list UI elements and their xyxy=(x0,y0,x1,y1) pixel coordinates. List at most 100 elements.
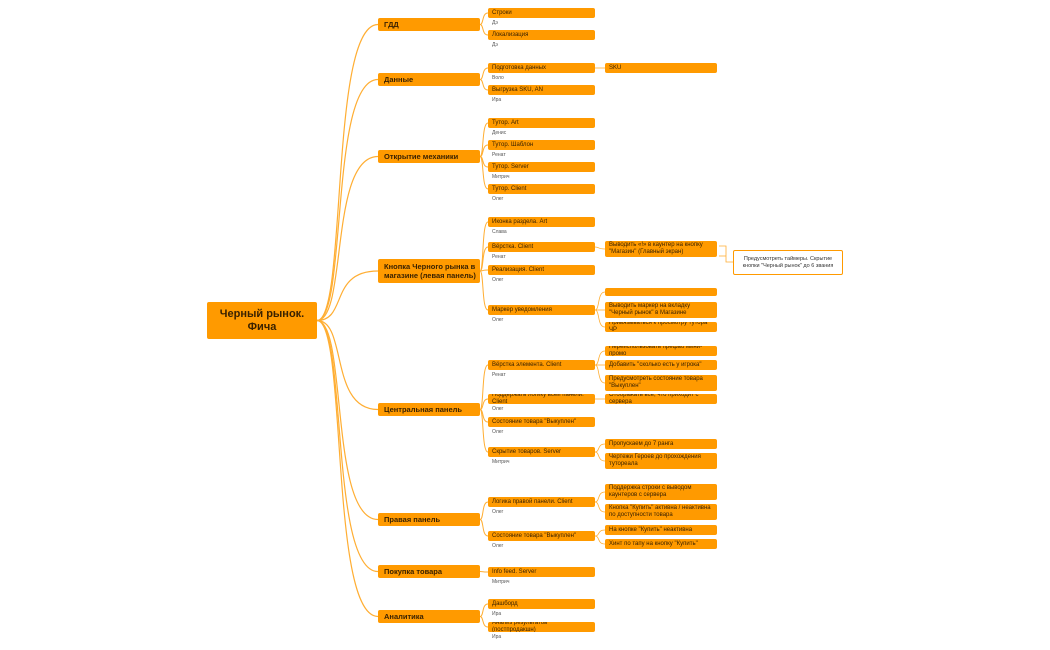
assignee-label: Митрич xyxy=(492,459,510,465)
category-node[interactable]: Аналитика xyxy=(378,610,480,623)
root-topic[interactable]: Черный рынок. Фича xyxy=(207,302,317,339)
task-node[interactable]: Маркер уведомления xyxy=(488,305,595,315)
assignee-label: Ренат xyxy=(492,152,506,158)
detail-node[interactable]: Добавить "сколько есть у игрока" xyxy=(605,360,717,370)
detail-node[interactable]: Привязываться к просмотру тутора ЧР xyxy=(605,322,717,332)
connector-line xyxy=(316,155,379,322)
task-node[interactable]: Анализ результатов (постпродакшн) xyxy=(488,622,595,632)
connector-line xyxy=(316,319,379,521)
category-node[interactable]: Кнопка Черного рынка в магазине (левая п… xyxy=(378,259,480,283)
detail-node[interactable]: На кнопке "Купить" неактивна xyxy=(605,525,717,535)
task-node[interactable]: Скрытие товаров. Server xyxy=(488,447,595,457)
detail-node[interactable]: SKU xyxy=(605,63,717,73)
connector-line xyxy=(479,269,489,272)
connector-line xyxy=(594,451,606,462)
connector-line xyxy=(594,535,606,545)
detail-node[interactable]: Переиспользовать префаб мини-промо xyxy=(605,346,717,356)
connector-line xyxy=(479,246,489,272)
assignee-label: Ренат xyxy=(492,254,506,260)
connector-line xyxy=(594,491,606,503)
task-node[interactable]: Дашборд xyxy=(488,599,595,609)
task-node[interactable]: Строки xyxy=(488,8,595,18)
connector-line xyxy=(479,270,489,311)
task-node[interactable]: Иконка раздела. Art xyxy=(488,217,595,227)
task-node[interactable]: Вёрстка элемента. Client xyxy=(488,360,595,370)
detail-node[interactable]: Выводить «!» в каунтер на кнопку "Магази… xyxy=(605,241,717,257)
connector-line xyxy=(594,309,606,328)
assignee-label: Дэ xyxy=(492,42,498,48)
connector-line xyxy=(479,156,489,190)
connector-line xyxy=(594,501,606,513)
connector-line xyxy=(594,350,606,366)
connector-line xyxy=(479,24,489,36)
task-node[interactable]: Выгрузка SKU, AN xyxy=(488,85,595,95)
task-node[interactable]: Подготовка данных xyxy=(488,63,595,73)
category-node[interactable]: Открытие механики xyxy=(378,150,480,163)
assignee-label: Дэ xyxy=(492,20,498,26)
task-node[interactable]: Реализация. Client xyxy=(488,265,595,275)
connector-line xyxy=(479,79,489,91)
task-node[interactable]: Info feed. Server xyxy=(488,567,595,577)
assignee-label: Ира xyxy=(492,634,502,640)
category-node[interactable]: ГДД xyxy=(378,18,480,31)
connector-line xyxy=(594,246,606,250)
assignee-label: Олег xyxy=(492,317,504,323)
task-node[interactable]: Логика правой панели. Client xyxy=(488,497,595,507)
connector-line xyxy=(479,364,489,410)
assignee-label: Ренат xyxy=(492,372,506,378)
assignee-label: Олег xyxy=(492,509,504,515)
category-node[interactable]: Покупка товара xyxy=(378,565,480,578)
assignee-label: Ира xyxy=(492,611,502,617)
detail-node[interactable]: Поддержка строки с выводом каунтеров с с… xyxy=(605,484,717,500)
task-node[interactable]: Состояние товара "Выкуплен" xyxy=(488,417,595,427)
assignee-label: Воло xyxy=(492,75,504,81)
connector-line xyxy=(594,443,606,453)
category-node[interactable]: Правая панель xyxy=(378,513,480,526)
task-node[interactable]: Тутор. Client xyxy=(488,184,595,194)
summary-callout[interactable]: Предусмотреть таймеры. Скрытие кнопки "Ч… xyxy=(733,250,843,275)
task-node[interactable]: Тутор. Art xyxy=(488,118,595,128)
connector-line xyxy=(719,245,733,263)
connector-line xyxy=(479,12,489,25)
assignee-label: Олег xyxy=(492,406,504,412)
detail-node[interactable]: Выводить маркер на вкладку "Черный рынок… xyxy=(605,302,717,318)
assignee-label: Олег xyxy=(492,429,504,435)
assignee-label: Денис xyxy=(492,130,507,136)
connector-line xyxy=(479,398,489,410)
task-node[interactable]: Тутор. Server xyxy=(488,162,595,172)
task-node[interactable]: Локализация xyxy=(488,30,595,40)
task-node[interactable]: Поддержать логику всей панели. Client xyxy=(488,394,595,404)
connector-line xyxy=(479,67,489,80)
detail-node[interactable]: Предусмотреть состояние товара "Выкуплен… xyxy=(605,375,717,391)
assignee-label: Олег xyxy=(492,196,504,202)
category-node[interactable]: Данные xyxy=(378,73,480,86)
connector-line xyxy=(316,78,379,322)
task-node[interactable]: Тутор. Шаблон xyxy=(488,140,595,150)
connector-line xyxy=(479,603,489,617)
connector-line xyxy=(479,122,489,157)
detail-node[interactable]: Кнопка "Купить" активна / неактивна по д… xyxy=(605,504,717,520)
connector-line xyxy=(479,519,489,537)
detail-node[interactable]: Отображать всё, что приходит с сервера xyxy=(605,394,717,404)
connector-line xyxy=(479,221,489,272)
connector-line xyxy=(479,144,489,157)
connector-line xyxy=(594,529,606,537)
assignee-label: Олег xyxy=(492,543,504,549)
detail-node[interactable] xyxy=(605,288,717,296)
detail-node[interactable]: Пропускаем до 7 ранга xyxy=(605,439,717,449)
task-node[interactable]: Состояние товара "Выкуплен" xyxy=(488,531,595,541)
connector-line xyxy=(316,319,379,573)
assignee-label: Слава xyxy=(492,229,507,235)
task-node[interactable]: Вёрстка. Client xyxy=(488,242,595,252)
connector-line xyxy=(479,409,489,453)
detail-node[interactable]: Чертежи Героев до прохождения тутореала xyxy=(605,453,717,469)
assignee-label: Митрич xyxy=(492,174,510,180)
category-node[interactable]: Центральная панель xyxy=(378,403,480,416)
connector-line xyxy=(316,23,379,322)
connector-line xyxy=(479,571,489,573)
connector-line xyxy=(594,364,606,384)
connector-line xyxy=(316,319,379,618)
detail-node[interactable]: Хинт по тапу на кнопку "Купить" xyxy=(605,539,717,549)
